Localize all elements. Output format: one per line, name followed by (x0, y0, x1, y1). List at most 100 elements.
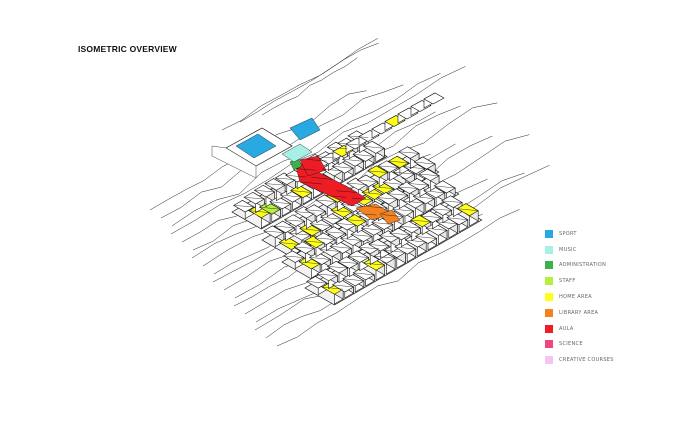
room-detail (403, 166, 425, 169)
room-detail (332, 165, 354, 169)
room-detail (314, 237, 336, 240)
room-top (423, 92, 445, 105)
room-detail (425, 228, 448, 231)
room-detail (357, 179, 378, 182)
music-zone (281, 143, 313, 163)
room-detail (342, 278, 364, 282)
room-detail (373, 255, 396, 259)
room-detail (358, 246, 379, 250)
room-detail (353, 272, 375, 276)
contour-line (202, 102, 498, 267)
room-detail (379, 235, 400, 238)
contour-line (239, 42, 379, 123)
room-detail (330, 209, 353, 213)
room-detail (283, 255, 304, 258)
legend-swatch (545, 340, 553, 349)
legend-item: STAFF (545, 273, 614, 289)
room-detail (405, 239, 427, 243)
room-detail (249, 210, 271, 213)
room-detail (363, 262, 385, 266)
room-detail (351, 197, 373, 201)
room-detail (415, 236, 437, 239)
room-detail (398, 186, 419, 189)
room-detail (352, 154, 375, 157)
room-detail (384, 250, 406, 253)
room-detail (264, 183, 286, 186)
room-detail (382, 182, 405, 185)
room-detail (410, 219, 431, 222)
room-detail (327, 146, 348, 150)
room-detail (350, 234, 373, 237)
contour-line (221, 38, 379, 131)
room-detail (304, 240, 325, 243)
room-detail (315, 199, 336, 202)
room-detail (254, 190, 275, 193)
diagram-title: ISOMETRIC OVERVIEW (78, 44, 177, 54)
room-detail (305, 209, 326, 212)
room-detail (421, 215, 442, 218)
room-detail (441, 200, 463, 203)
contour-line (170, 66, 466, 235)
room-detail (348, 255, 369, 258)
room-detail (361, 227, 383, 231)
legend-swatch (545, 261, 553, 270)
contour-line (276, 209, 520, 347)
room-detail (446, 217, 468, 220)
room-detail (337, 143, 358, 146)
room-detail (434, 185, 456, 189)
contour-line (261, 57, 358, 116)
room-detail (393, 171, 415, 175)
room-detail (337, 261, 359, 264)
room-detail (244, 197, 265, 200)
room-detail (310, 223, 332, 226)
room-detail (342, 158, 364, 162)
room-detail (362, 192, 384, 195)
room-detail (336, 190, 357, 193)
room-detail (327, 266, 348, 269)
room-detail (319, 249, 341, 252)
room-detail (394, 246, 416, 250)
room-detail (317, 273, 338, 276)
room-detail (280, 194, 302, 198)
room-detail (294, 246, 315, 249)
room-detail (316, 156, 338, 159)
legend-label: AULA (559, 325, 574, 332)
room-detail (356, 213, 377, 216)
room-detail (408, 183, 429, 186)
room-detail (423, 190, 445, 194)
legend-item: SCIENCE (545, 337, 614, 353)
room-detail (233, 205, 254, 208)
legend-item: CREATIVE COURSES (545, 352, 614, 368)
legend-swatch (545, 293, 553, 302)
legend-item: AULA (545, 321, 614, 337)
room-detail (377, 197, 398, 200)
legend-label: SCIENCE (559, 341, 583, 348)
room-detail (392, 208, 414, 212)
legend-label: CREATIVE COURSES (559, 357, 614, 364)
room-detail (306, 281, 327, 284)
sport-zone (289, 117, 321, 141)
legend-label: SPORT (559, 230, 577, 237)
room-detail (294, 211, 316, 214)
room-detail (325, 231, 346, 234)
legend-swatch (545, 245, 553, 254)
legend-item: MUSIC (545, 242, 614, 258)
room-detail (341, 204, 363, 207)
room-detail (269, 201, 291, 205)
legend-item: LIBRARY AREA (545, 305, 614, 321)
room-detail (389, 232, 411, 235)
room-detail (372, 186, 394, 189)
room-detail (348, 135, 369, 138)
room-detail (330, 246, 352, 249)
room-detail (279, 242, 301, 245)
room-detail (296, 168, 317, 171)
room-detail (388, 160, 409, 164)
room-detail (263, 230, 284, 233)
legend-label: MUSIC (559, 246, 577, 253)
legend-swatch (545, 229, 553, 238)
room-detail (398, 151, 420, 154)
room-detail (366, 206, 388, 209)
room-detail (332, 284, 354, 288)
